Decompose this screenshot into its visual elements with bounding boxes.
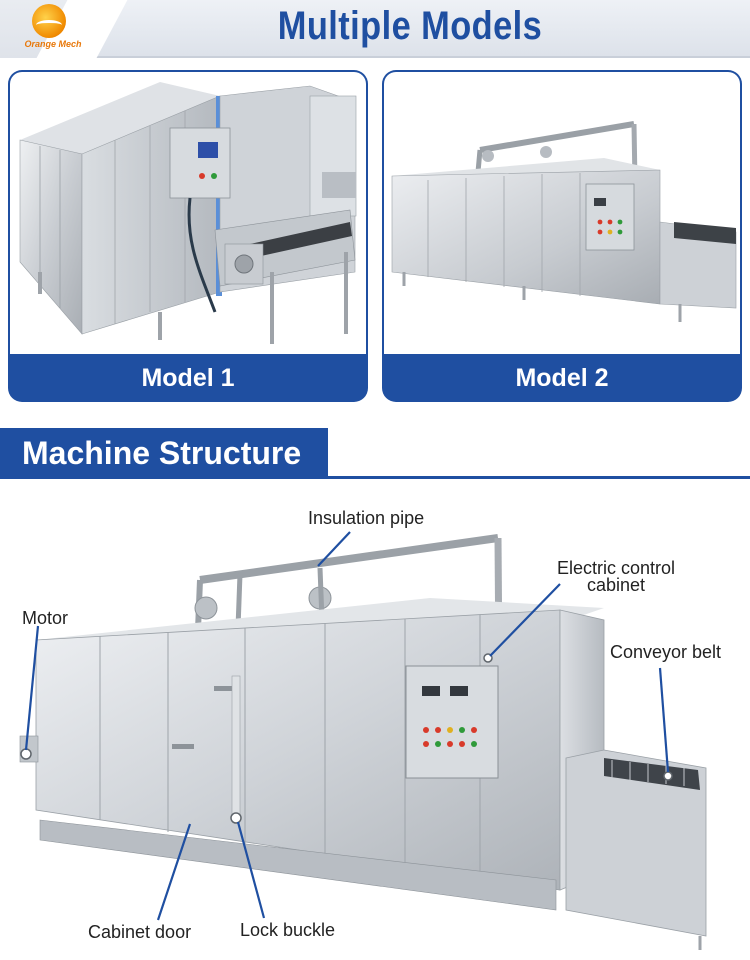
machine-illustration (19, 531, 707, 950)
section-title: Machine Structure (22, 435, 302, 471)
brand-logo: Orange Mech (14, 4, 84, 54)
model-1-label: Model 1 (141, 364, 235, 392)
callout-electric-control-line2: cabinet (586, 575, 646, 595)
callout-conveyor-belt: Conveyor belt (610, 642, 722, 662)
callout-insulation-pipe: Insulation pipe (308, 508, 425, 528)
model-1-photo (10, 72, 366, 354)
section-divider (0, 476, 750, 479)
page-title: Multiple Models (277, 4, 543, 48)
logo-text: Orange Mech (24, 39, 82, 49)
callout-electric-control-line1: Electric control (556, 558, 676, 578)
model-card-1: Model 1 (8, 70, 368, 402)
header-band (82, 0, 750, 58)
callout-lock-buckle: Lock buckle (240, 920, 336, 940)
logo-wave-icon (36, 20, 62, 30)
section-bar (0, 428, 328, 478)
callout-cabinet-door: Cabinet door (88, 922, 192, 942)
callout-electric-control-cabinet: Electric control cabinet (548, 558, 684, 595)
model-2-photo (384, 72, 740, 354)
callout-motor: Motor (22, 608, 69, 628)
model-card-2: Model 2 (382, 70, 742, 402)
machine-structure-diagram: Insulation pipe Electric control cabinet… (0, 480, 750, 960)
model-2-label: Model 2 (515, 364, 609, 392)
